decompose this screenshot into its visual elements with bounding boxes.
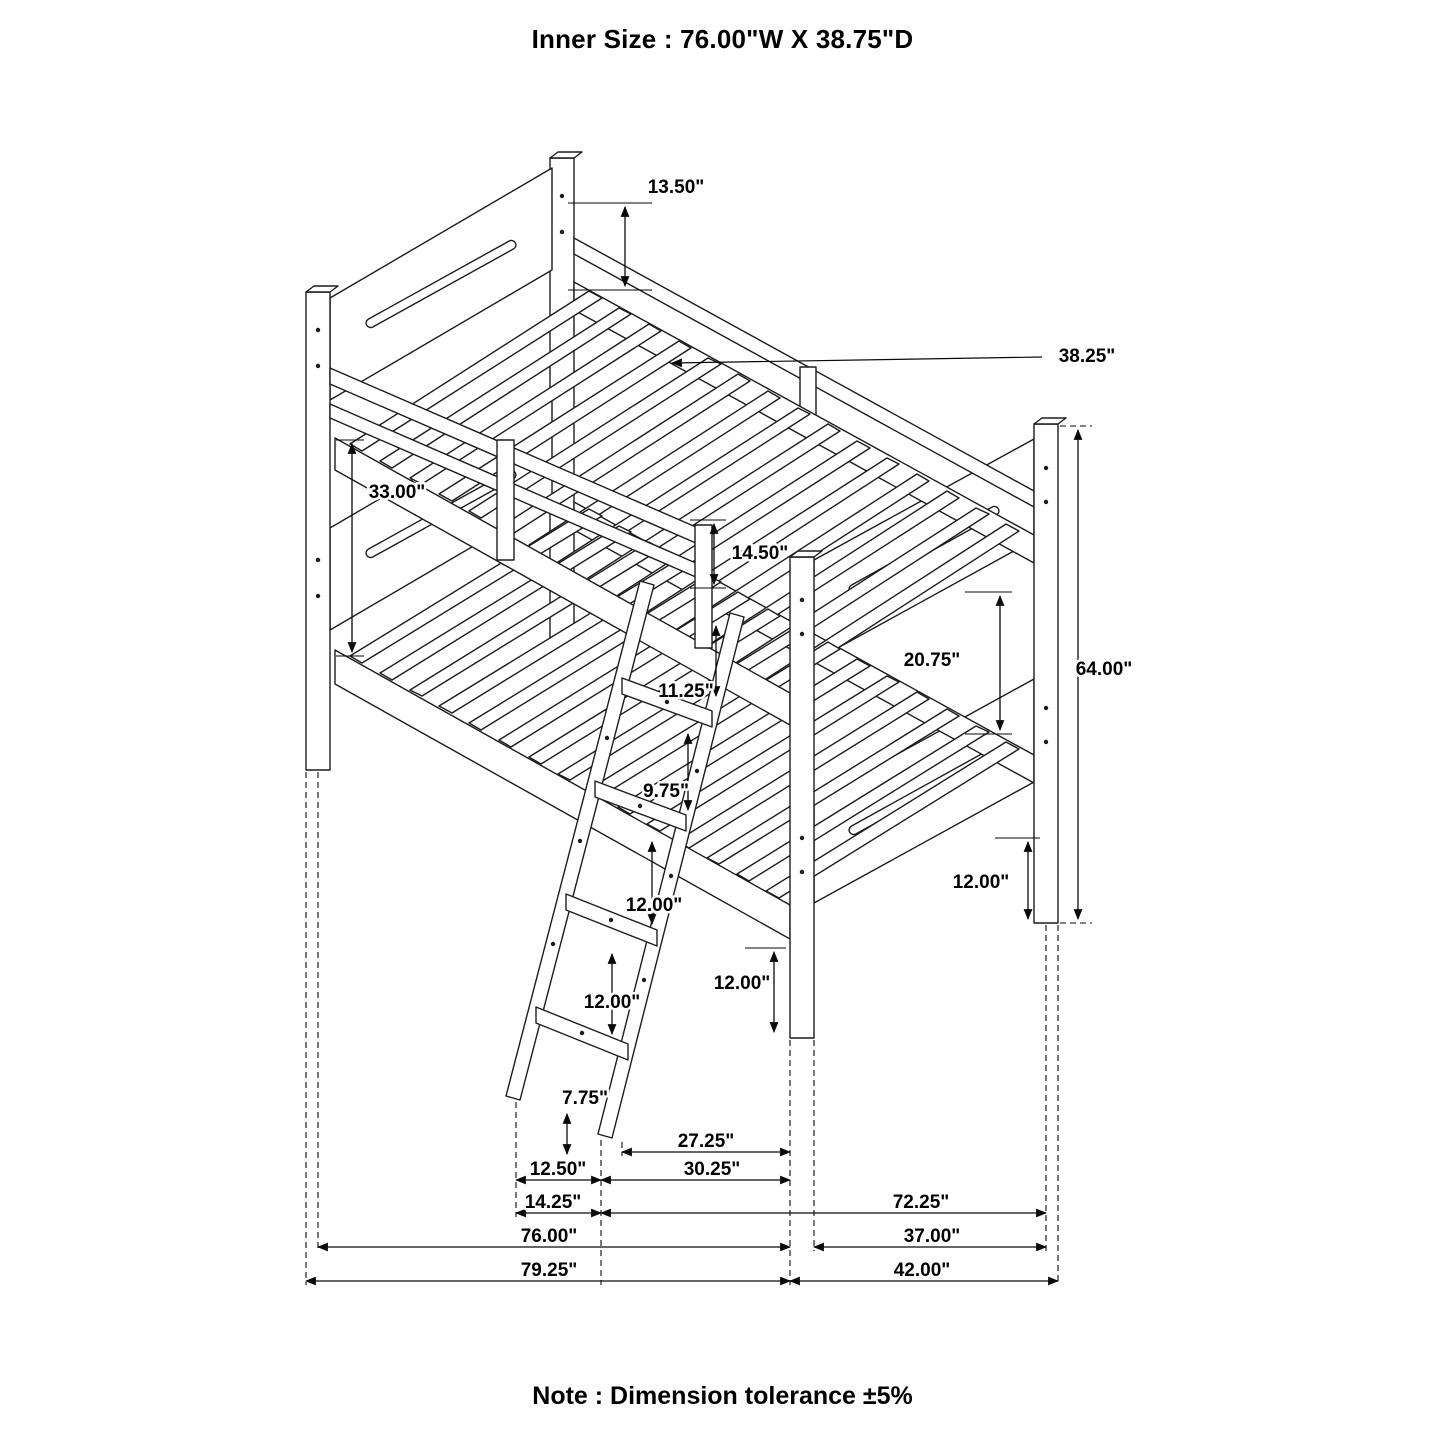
guardrail-support-end xyxy=(694,524,713,649)
dim-label-20-75: 20.75" xyxy=(904,650,961,671)
page-title: Inner Size : 76.00"W X 38.75"D xyxy=(531,24,914,54)
dim-label-30-25: 30.25" xyxy=(684,1159,741,1180)
lower-bunk-slats xyxy=(349,508,1020,899)
post-cap xyxy=(549,151,583,159)
post-cap xyxy=(305,285,339,293)
dim-label-37-00: 37.00" xyxy=(904,1226,961,1247)
dim-label-64-00: 64.00" xyxy=(1076,659,1133,680)
post-back-foot xyxy=(1033,423,1059,924)
dim-label-11-25: 11.25" xyxy=(658,681,714,702)
slat xyxy=(468,357,722,519)
post-front-head xyxy=(305,291,331,771)
leader-line-38-25 xyxy=(670,356,1043,368)
dim-label-76-00: 76.00" xyxy=(521,1226,578,1247)
dim-label-42-00: 42.00" xyxy=(894,1260,951,1281)
dim-label-12-00-front-post: 12.00" xyxy=(714,973,771,994)
ladder xyxy=(505,580,745,1139)
dim-label-9-75: 9.75" xyxy=(643,781,689,802)
screw-dots xyxy=(315,193,1049,875)
post-cap xyxy=(789,550,823,558)
dim-label-12-00-right-post: 12.00" xyxy=(953,872,1010,893)
bed-frame xyxy=(305,151,1067,1139)
post-cap xyxy=(1033,417,1067,425)
dim-label-38-25: 38.25" xyxy=(1059,346,1116,367)
dim-label-12-00-ladder-lower: 12.00" xyxy=(584,992,641,1013)
headboard-upper-slot xyxy=(365,239,517,329)
guardrail-support-mid xyxy=(496,439,515,561)
dim-label-14-25: 14.25" xyxy=(525,1192,582,1213)
dim-label-14-50: 14.50" xyxy=(732,543,789,564)
dim-label-12-00-ladder-upper: 12.00" xyxy=(626,895,683,916)
dim-label-27-25: 27.25" xyxy=(678,1131,735,1152)
dim-label-33-00: 33.00" xyxy=(369,482,426,503)
dim-label-13-50: 13.50" xyxy=(648,177,705,198)
dim-label-72-25: 72.25" xyxy=(893,1192,950,1213)
dimension-annotations: 13.50" 38.25" 33.00" 14.50" 20.75" 64.00… xyxy=(304,175,1135,1286)
dim-label-7-75: 7.75" xyxy=(562,1088,608,1109)
dim-label-79-25: 79.25" xyxy=(521,1260,578,1281)
tolerance-note: Note : Dimension tolerance ±5% xyxy=(532,1382,913,1410)
slat xyxy=(706,708,960,865)
post-front-foot xyxy=(789,556,815,1039)
dim-label-12-50: 12.50" xyxy=(530,1159,587,1180)
